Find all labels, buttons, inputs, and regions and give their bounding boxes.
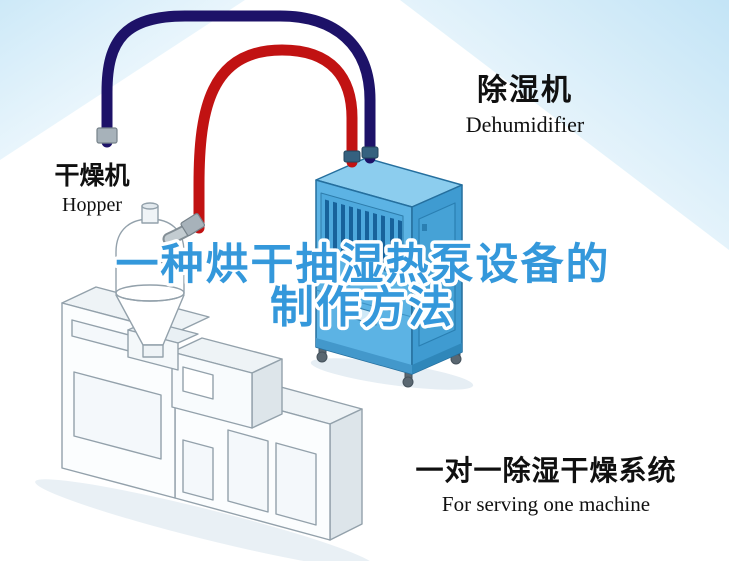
cabinet-base-front	[316, 338, 412, 374]
dryer-label-en: Hopper	[62, 193, 122, 216]
cabinet-louver-slots	[325, 199, 402, 276]
machine-panel-1	[227, 429, 269, 513]
cold-air-pipe-navy	[101, 10, 376, 164]
system-label: 一对一除湿干燥系统 For serving one machine	[398, 454, 694, 517]
watermark-title: 一种烘干抽湿热泵设备的 制作方法	[112, 237, 612, 337]
hot-air-pipe-red	[193, 44, 358, 234]
cabinet-stub-hot	[343, 150, 361, 163]
corner-tint-top-left-shape	[0, 0, 245, 160]
gearbox-panel	[182, 366, 214, 400]
machine-panel-2	[275, 442, 317, 526]
machine-panel-small	[182, 439, 214, 501]
hot-pipe-coupling	[180, 213, 206, 237]
system-label-cn: 一对一除湿干燥系统	[415, 454, 677, 487]
corner-tint-top-right-shape	[400, 0, 729, 250]
watermark-line-1: 一种烘干抽湿热泵设备的	[116, 240, 611, 290]
dryer-label-cn: 干燥机	[54, 161, 130, 190]
cabinet-name-plate	[351, 305, 377, 326]
watermark-line-2: 制作方法	[270, 282, 454, 333]
hopper-cap-top	[141, 202, 159, 210]
dehumidifier-label: 除湿机 Dehumidifier	[437, 73, 613, 137]
cabinet-door-latch	[422, 224, 427, 231]
cabinet-base-side	[412, 343, 462, 374]
cabinet-stub-cold	[361, 146, 379, 159]
dehumidifier-label-cn: 除湿机	[477, 73, 573, 108]
pipes	[96, 10, 379, 237]
cabinet-side-door	[418, 202, 456, 347]
system-label-en: For serving one machine	[441, 492, 651, 517]
cold-pipe-coupling	[96, 127, 118, 144]
hopper-dome-seam	[115, 284, 185, 302]
hopper-dome-band	[115, 255, 185, 264]
cabinet-front-seam	[315, 289, 413, 318]
dryer-label: 干燥机 Hopper	[29, 161, 155, 217]
machine-left-door-panel	[73, 371, 162, 460]
machine-body-side	[329, 408, 363, 541]
dehumidifier-unit	[315, 157, 463, 388]
ground-shadows	[35, 358, 474, 561]
hopper-cone-stem	[142, 344, 164, 358]
dehumidifier-label-en: Dehumidifier	[465, 111, 585, 137]
